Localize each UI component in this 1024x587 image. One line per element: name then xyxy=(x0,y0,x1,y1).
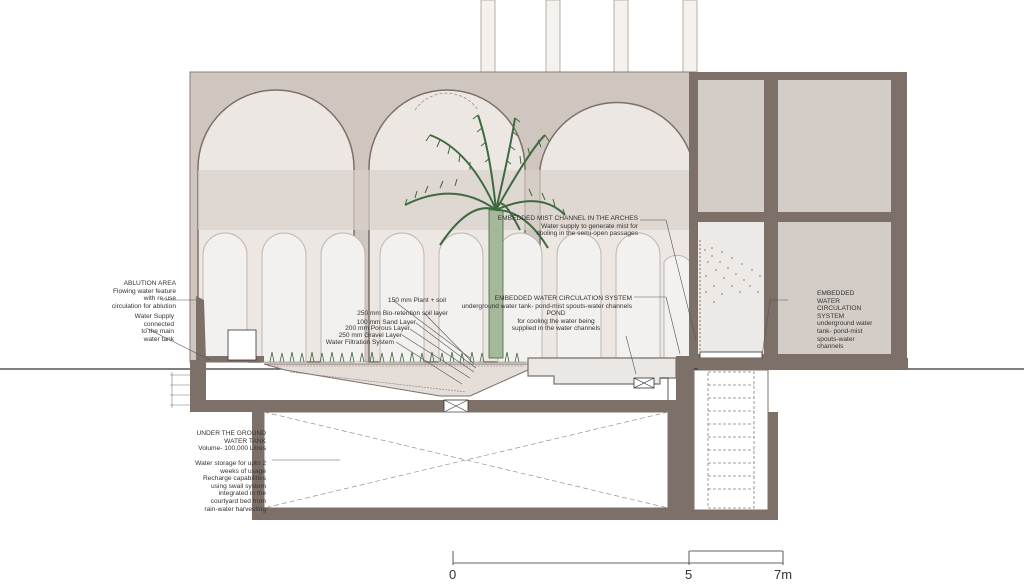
circulation-right-line-2: CIRCULATION xyxy=(817,305,862,313)
pond-line-2: supplied in the water channels xyxy=(511,325,601,333)
circulation-right-line-7: channels xyxy=(817,343,844,351)
storage-line-2: Recharge capabilities xyxy=(202,475,266,483)
storage-line-4: integrated in the xyxy=(218,490,266,498)
circulation-right-line-0: EMBEDDED xyxy=(817,290,855,297)
back-wall-band xyxy=(198,170,694,230)
layer-label-plant-soil: 150 mm Plant + soil xyxy=(387,297,446,304)
storage-label: Water storage for upto 2 weeks of usage … xyxy=(195,460,266,513)
ablution-box xyxy=(227,329,257,361)
circulation-right-line-4: underground water xyxy=(817,320,873,328)
water-supply-label: Water Supply connected to the main water… xyxy=(135,313,174,343)
circulation-right-line-6: spouts-water xyxy=(817,335,855,343)
ablution-title: ABLUTION AREA xyxy=(123,280,176,287)
underground-tank xyxy=(252,411,682,520)
water-supply-line-3: water tank xyxy=(143,335,174,343)
layer-label-gravel: 250 mm Gravel Layer xyxy=(338,332,402,339)
ablution-line-1: Flowing water feature xyxy=(112,287,176,295)
layer-label-bio-retention: 250 mm Bio-retention soil layer xyxy=(357,310,448,317)
tank-title: UNDER THE GROUND xyxy=(196,430,266,437)
storage-line-3: using swail system xyxy=(211,482,266,490)
pond-label: POND for cooling the water being supplie… xyxy=(488,310,624,333)
dashed-arch-outline xyxy=(414,92,479,111)
mist-spray xyxy=(704,247,761,303)
storage-line-1: weeks of usage xyxy=(220,467,266,475)
mist-channel-title: EMBEDDED MIST CHANNEL IN THE ARCHES xyxy=(497,215,638,222)
circulation-center-line-1: underground water tank- pond-mist spouts… xyxy=(461,302,632,310)
ablution-label: ABLUTION AREA Flowing water feature with… xyxy=(112,280,176,310)
layer-label-filtration: Water Filtration System xyxy=(325,339,394,346)
pond-line-1: for cooling the water being xyxy=(517,317,595,325)
scale-bar xyxy=(452,550,784,565)
tank-volume: Volume- 100,000 Litres xyxy=(198,445,266,453)
layer-label-sand: 100 mm Sand Layer xyxy=(356,319,416,326)
scale-tick-0: 0 xyxy=(449,567,457,582)
pond-title: POND xyxy=(546,310,566,317)
pond xyxy=(527,357,677,400)
mist-channel-line-1: Water supply to generate mist for xyxy=(541,222,638,230)
circulation-center-label: EMBEDDED WATER CIRCULATION SYSTEM underg… xyxy=(462,295,632,310)
layer-label-porous: 200 mm Porous Layer xyxy=(345,325,410,332)
right-block xyxy=(689,72,907,370)
palm-tree xyxy=(404,114,566,359)
ablution-line-3: circulation for ablution xyxy=(111,302,176,310)
circulation-right-label: EMBEDDED WATER CIRCULATION SYSTEM underg… xyxy=(817,290,872,351)
lower-arcade xyxy=(202,232,691,363)
ablution-line-2: with re-use xyxy=(143,295,176,303)
planting-row xyxy=(269,351,520,363)
tank-subtitle: WATER TANK xyxy=(224,437,266,445)
water-supply-line-0: Water Supply xyxy=(134,313,174,320)
circulation-right-line-3: SYSTEM xyxy=(817,312,845,320)
service-shaft xyxy=(682,369,778,520)
circulation-center-title: EMBEDDED WATER CIRCULATION SYSTEM xyxy=(494,295,632,302)
water-supply-line-2: to the main xyxy=(141,328,174,336)
water-supply-line-1: connected xyxy=(143,320,174,328)
storage-line-0: Water storage for upto 2 xyxy=(195,460,266,467)
storage-line-6: rain-water harvesting xyxy=(204,505,266,513)
circulation-right-line-5: tank- pond-mist xyxy=(817,327,863,335)
mist-channel-line-2: cooling in the semi-open passages xyxy=(536,230,638,238)
circulation-right-line-1: WATER xyxy=(817,297,841,305)
mist-channel-label: EMBEDDED MIST CHANNEL IN THE ARCHES Wate… xyxy=(498,215,638,238)
storage-line-5: courtyard bed from xyxy=(210,497,266,505)
left-dimensions xyxy=(170,372,190,408)
right-foundation xyxy=(778,358,908,370)
scale-tick-7m: 7m xyxy=(774,567,793,582)
tank-label: UNDER THE GROUND WATER TANK Volume- 100,… xyxy=(197,430,266,453)
scale-tick-5: 5 xyxy=(685,567,693,582)
roof-columns xyxy=(480,0,698,73)
leader-lines xyxy=(145,219,788,461)
